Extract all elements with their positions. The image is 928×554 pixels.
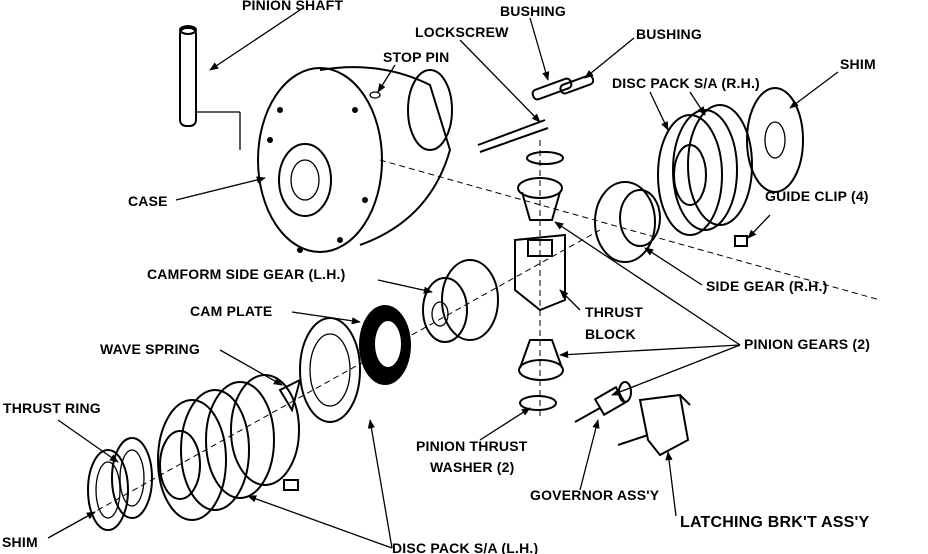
pinion-thrust-washer-part: [519, 395, 557, 411]
label-wave-spring: WAVE SPRING: [100, 341, 200, 357]
label-thrust-block-line1: THRUST: [585, 304, 643, 320]
label-disc-pack-rh: DISC PACK S/A (R.H.): [612, 75, 760, 91]
shim-lh-part: [87, 449, 129, 531]
label-lockscrew: LOCKSCREW: [415, 24, 509, 40]
label-thrust-ring: THRUST RING: [3, 400, 101, 416]
shim-rh-part: [746, 87, 804, 193]
bushings-part: [477, 74, 595, 165]
axis-lines: [79, 140, 881, 521]
label-governor: GOVERNOR ASS'Y: [530, 487, 660, 503]
label-pinion-shaft: PINION SHAFT: [242, 0, 343, 13]
label-latching-bracket: LATCHING BRK'T ASS'Y: [680, 514, 870, 531]
label-thrust-block-line2: BLOCK: [585, 326, 636, 342]
case-part: [257, 66, 453, 253]
latching-bracket-part: [617, 393, 691, 457]
label-pinion-thrust-washer-line2: WASHER (2): [430, 459, 514, 475]
camform-side-gear-part: [422, 259, 499, 343]
label-cam-plate: CAM PLATE: [190, 303, 272, 319]
thrust-ring-part: [111, 437, 153, 519]
labels: PINION SHAFT BUSHING LOCKSCREW BUSHING S…: [2, 0, 876, 554]
label-side-gear-rh: SIDE GEAR (R.H.): [706, 278, 827, 294]
label-guide-clip: GUIDE CLIP (4): [765, 188, 869, 204]
label-case: CASE: [128, 193, 168, 209]
side-gear-rh-part: [594, 181, 661, 263]
label-pinion-gears: PINION GEARS (2): [744, 336, 870, 352]
cam-plate-part: [359, 305, 411, 385]
leader-lines: [47, 9, 839, 549]
pinion-gear-bottom-part: [518, 339, 564, 381]
label-camform-side-gear: CAMFORM SIDE GEAR (L.H.): [147, 266, 345, 282]
governor-part: [574, 381, 632, 423]
thrust-block-part: [514, 233, 566, 312]
label-bushing-right: BUSHING: [636, 26, 702, 42]
label-bushing-top: BUSHING: [500, 3, 566, 19]
label-disc-pack-lh: DISC PACK S/A (L.H.): [392, 540, 538, 554]
pinion-shaft-part: [179, 25, 241, 150]
label-stop-pin: STOP PIN: [383, 49, 449, 65]
disc-pack-rh-part: [657, 104, 753, 236]
guide-clip-part: [734, 235, 748, 247]
label-shim-rh: SHIM: [840, 56, 876, 72]
pinion-gear-top-part: [517, 177, 563, 221]
label-pinion-thrust-washer-line1: PINION THRUST: [416, 438, 528, 454]
wave-spring-part: [278, 317, 361, 423]
disc-pack-lh-part: [157, 374, 300, 521]
label-shim-lh: SHIM: [2, 534, 38, 550]
